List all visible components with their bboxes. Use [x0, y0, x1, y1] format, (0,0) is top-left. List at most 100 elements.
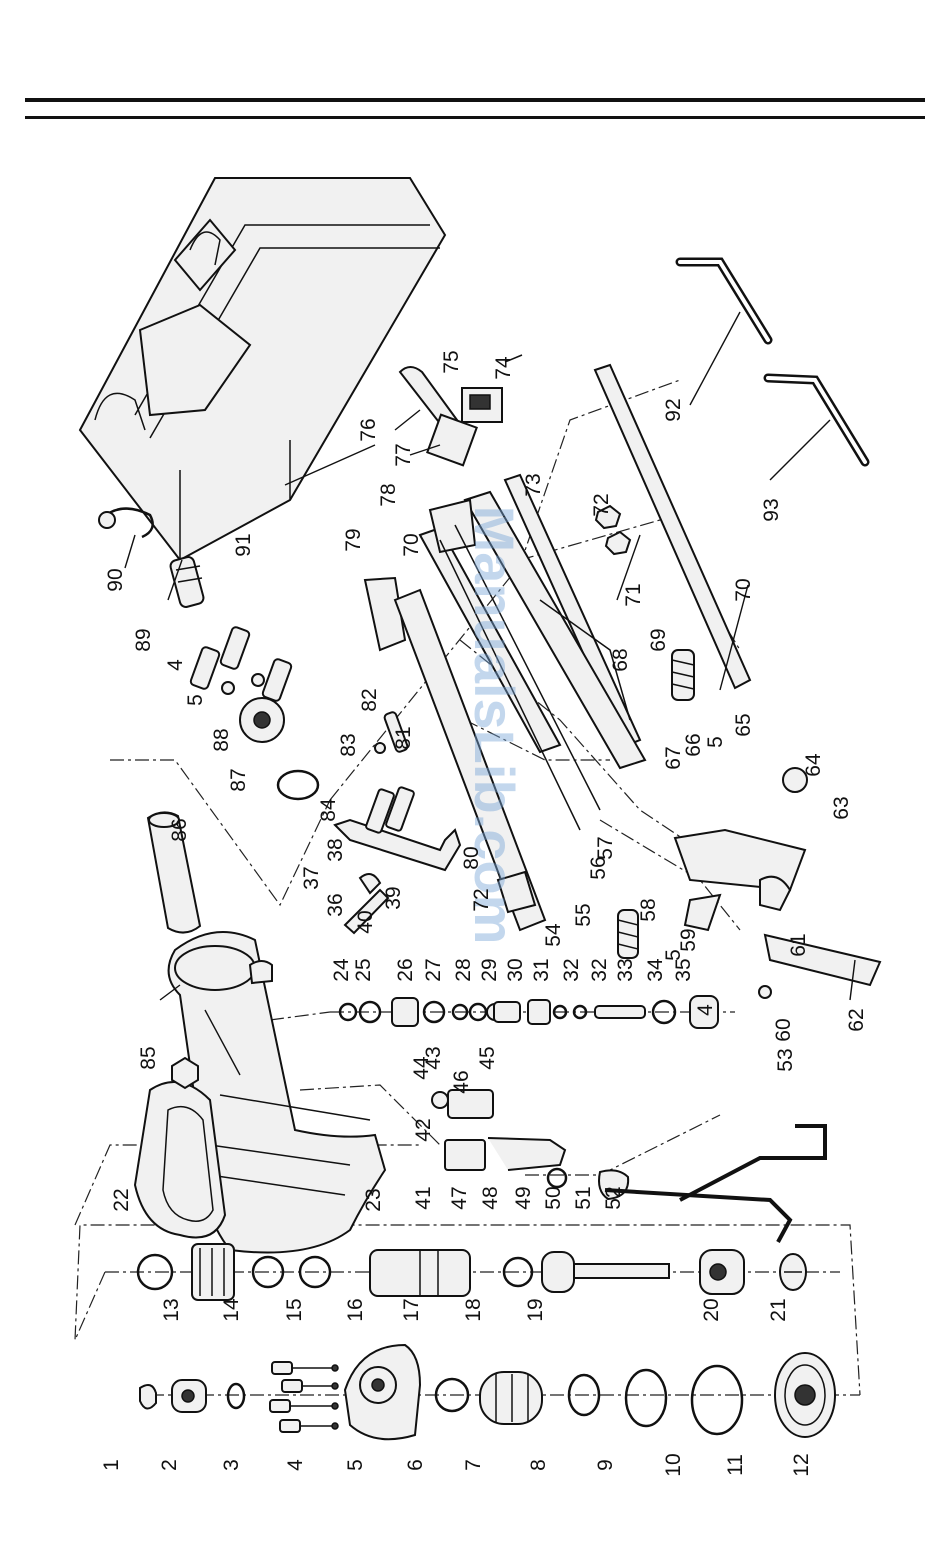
callout-5: 5	[704, 736, 727, 748]
callout-4: 4	[164, 659, 187, 671]
part-69-spring	[671, 649, 695, 701]
magazine-assembly	[363, 363, 752, 932]
callout-63: 63	[830, 796, 853, 819]
callout-59: 59	[677, 928, 700, 951]
callout-79: 79	[342, 528, 365, 551]
callout-12: 12	[790, 1453, 813, 1476]
callout-64: 64	[802, 753, 825, 777]
callout-36: 36	[324, 893, 347, 916]
callout-43: 43	[422, 1046, 445, 1069]
part-87-ring	[276, 769, 320, 801]
callout-10: 10	[662, 1453, 685, 1476]
callout-89: 89	[132, 628, 155, 651]
trigger-assembly	[343, 873, 827, 1243]
callout-18: 18	[462, 1298, 485, 1321]
cylinder-row	[136, 1243, 807, 1301]
callout-91: 91	[232, 533, 255, 556]
callout-41: 41	[412, 1186, 435, 1209]
callout-44: 44	[410, 1056, 433, 1080]
callout-5: 5	[662, 949, 685, 961]
callout-74: 74	[492, 356, 515, 380]
part-86-sleeve	[146, 811, 202, 934]
part-23-housing	[167, 931, 387, 1254]
callout-72: 72	[470, 888, 493, 911]
header-rules	[25, 98, 925, 119]
callout-37: 37	[300, 866, 323, 889]
callout-5: 5	[184, 694, 207, 706]
part-91-case	[78, 177, 447, 562]
cap-screws-top	[189, 626, 293, 702]
callout-45: 45	[476, 1046, 499, 1069]
valve-stack	[338, 995, 719, 1029]
callout-20: 20	[700, 1298, 723, 1321]
callout-46: 46	[450, 1070, 473, 1093]
head-row	[139, 1343, 836, 1441]
callout-42: 42	[412, 1118, 435, 1141]
callout-61: 61	[787, 933, 810, 956]
callout-21: 21	[767, 1298, 790, 1321]
watermark: ManualsLib.com	[463, 506, 526, 945]
callout-49: 49	[512, 1186, 535, 1209]
callout-53: 53	[774, 1048, 797, 1071]
part-82-pin	[374, 711, 409, 754]
callout-19: 19	[524, 1298, 547, 1321]
callout-67: 67	[662, 746, 685, 769]
callout-9: 9	[594, 1459, 617, 1471]
callout-17: 17	[400, 1298, 423, 1321]
callout-58: 58	[637, 898, 660, 921]
callout-47: 47	[448, 1186, 471, 1209]
callout-76: 76	[357, 418, 380, 441]
part-90-cap	[98, 507, 154, 539]
callout-66: 66	[682, 733, 705, 756]
callout-54: 54	[542, 923, 565, 947]
callout-84: 84	[317, 798, 340, 822]
callout-40: 40	[354, 910, 377, 933]
callout-15: 15	[283, 1298, 306, 1321]
callout-29: 29	[478, 958, 501, 981]
callout-28: 28	[452, 958, 475, 981]
callout-85: 85	[137, 1046, 160, 1069]
callout-5: 5	[344, 1459, 367, 1471]
callout-73: 73	[522, 473, 545, 496]
callout-92: 92	[662, 398, 685, 421]
callout-93: 93	[760, 498, 783, 521]
callout-6: 6	[404, 1459, 427, 1471]
callout-1: 1	[100, 1459, 123, 1471]
part-88-cover	[239, 697, 285, 743]
callout-50: 50	[542, 1186, 565, 1209]
callout-22: 22	[110, 1188, 133, 1211]
callout-55: 55	[572, 903, 595, 926]
callout-72: 72	[590, 493, 613, 516]
callout-16: 16	[344, 1298, 367, 1321]
callout-83: 83	[337, 733, 360, 756]
callout-62: 62	[845, 1008, 868, 1031]
callout-30: 30	[504, 958, 527, 981]
callout-51: 51	[572, 1186, 595, 1209]
part-92-hex-key	[675, 257, 773, 345]
callout-11: 11	[724, 1454, 747, 1476]
callout-39: 39	[382, 886, 405, 909]
callout-31: 31	[530, 958, 553, 981]
callout-35: 35	[672, 958, 695, 981]
part-58-spring	[617, 909, 639, 959]
callout-32: 32	[560, 958, 583, 981]
callout-77: 77	[392, 443, 415, 466]
callout-26: 26	[394, 958, 417, 981]
callout-65: 65	[732, 713, 755, 736]
part-22-gasket	[133, 1081, 227, 1239]
callout-80: 80	[460, 846, 483, 869]
callout-56: 56	[587, 856, 610, 879]
callout-69: 69	[647, 628, 670, 651]
callout-70: 70	[732, 578, 755, 601]
callout-68: 68	[609, 648, 632, 671]
callout-4: 4	[694, 1004, 717, 1016]
part-80-bracket	[496, 870, 537, 914]
callout-14: 14	[220, 1298, 243, 1322]
callout-33: 33	[614, 958, 637, 981]
callout-70: 70	[400, 533, 423, 556]
callout-25: 25	[352, 958, 375, 981]
callout-38: 38	[324, 838, 347, 861]
nosepiece-assembly	[673, 767, 882, 999]
